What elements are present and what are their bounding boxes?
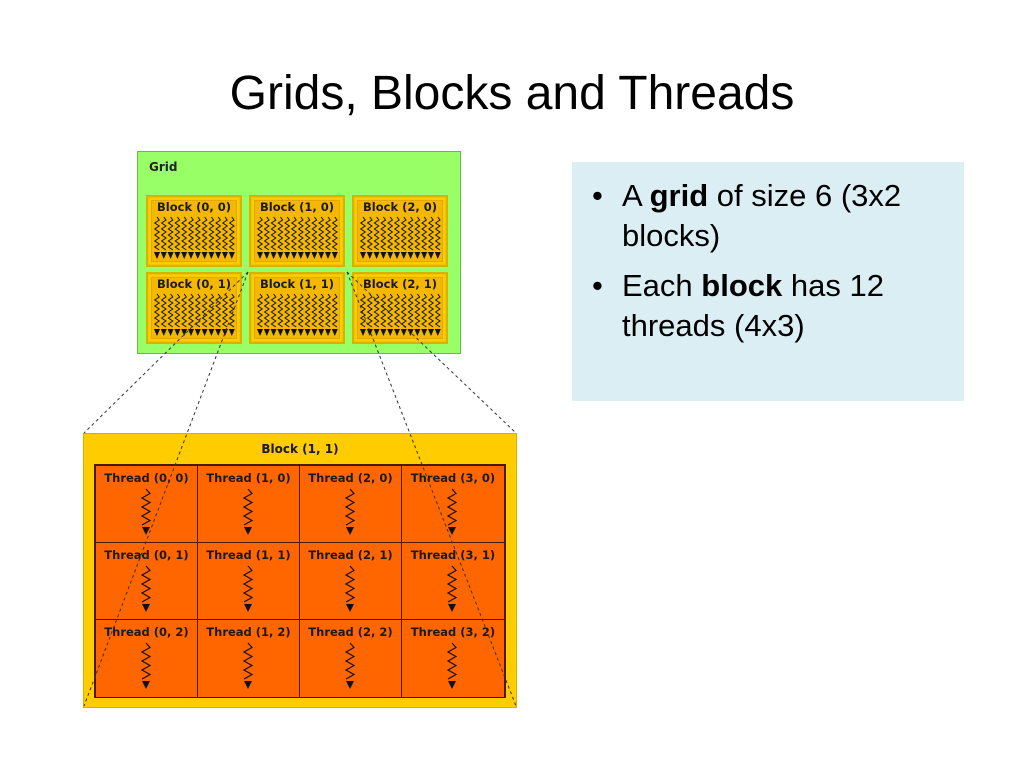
zoomed-block-title: Block (1, 1) (261, 442, 339, 456)
thread-arrow-icon (242, 642, 254, 689)
block-threads-icon (256, 293, 338, 336)
block-threads-icon (153, 216, 235, 259)
thread-arrow-icon (140, 488, 152, 535)
block-0-1: Block (0, 1) (146, 272, 242, 344)
thread-cell: Thread (0, 2) (96, 620, 198, 697)
bullet-icon: • (592, 268, 603, 303)
connector-line (83, 271, 249, 434)
bullet-text-bold: block (701, 268, 783, 303)
block-label: Block (0, 1) (157, 277, 231, 291)
block-1-0: Block (1, 0) (249, 195, 345, 267)
thread-cell: Thread (1, 1) (198, 543, 300, 620)
thread-arrow-icon (446, 565, 458, 612)
block-label: Block (2, 1) (363, 277, 437, 291)
grid-diagram: Grid Block (0, 0) Block (1, 0) Block (2,… (137, 151, 461, 354)
thread-arrow-icon (242, 565, 254, 612)
thread-label: Thread (1, 0) (206, 471, 291, 485)
thread-label: Thread (1, 2) (206, 625, 291, 639)
thread-cell: Thread (3, 0) (402, 466, 504, 543)
block-threads-icon (153, 293, 235, 336)
slide-title: Grids, Blocks and Threads (229, 67, 795, 120)
thread-label: Thread (2, 1) (308, 548, 393, 562)
thread-cell: Thread (1, 2) (198, 620, 300, 697)
thread-arrow-icon (344, 565, 356, 612)
connector-line (346, 271, 517, 707)
block-label: Block (1, 1) (260, 277, 334, 291)
thread-label: Thread (3, 1) (410, 548, 496, 562)
thread-cell: Thread (3, 2) (402, 620, 504, 697)
bullet-list: • A grid of size 6 (3x2 blocks) • Each b… (572, 162, 964, 346)
thread-arrow-icon (140, 565, 152, 612)
bullet-text-bold: grid (649, 178, 709, 213)
connector-line (83, 271, 249, 707)
thread-label: Thread (0, 1) (104, 548, 189, 562)
bullet-text-pre: A (622, 178, 650, 213)
bullet-item: • A grid of size 6 (3x2 blocks) (592, 176, 944, 256)
bullet-icon: • (592, 178, 603, 213)
thread-cell: Thread (0, 1) (96, 543, 198, 620)
bullet-text-post: of size 6 (3x2 blocks) (622, 178, 902, 253)
block-label: Block (2, 0) (363, 200, 437, 214)
thread-cell: Thread (0, 0) (96, 466, 198, 543)
bullet-item: • Each block has 12 threads (4x3) (592, 266, 944, 346)
block-label: Block (1, 0) (260, 200, 334, 214)
thread-cell: Thread (2, 1) (300, 543, 402, 620)
thread-arrow-icon (446, 488, 458, 535)
thread-arrow-icon (344, 642, 356, 689)
thread-arrow-icon (446, 642, 458, 689)
thread-label: Thread (3, 2) (410, 625, 496, 639)
thread-label: Thread (0, 0) (104, 471, 189, 485)
thread-cell: Thread (1, 0) (198, 466, 300, 543)
thread-label: Thread (0, 2) (104, 625, 189, 639)
thread-cell: Thread (2, 2) (300, 620, 402, 697)
thread-cell: Thread (2, 0) (300, 466, 402, 543)
block-0-0: Block (0, 0) (146, 195, 242, 267)
block-2-1: Block (2, 1) (352, 272, 448, 344)
explanation-textbox: • A grid of size 6 (3x2 blocks) • Each b… (572, 162, 964, 401)
connector-line (346, 271, 517, 434)
thread-arrow-icon (140, 642, 152, 689)
block-threads-icon (359, 216, 441, 259)
bullet-text-post: has 12 threads (4x3) (622, 268, 884, 343)
block-label: Block (0, 0) (157, 200, 231, 214)
block-threads-icon (256, 216, 338, 259)
block-2-0: Block (2, 0) (352, 195, 448, 267)
thread-arrow-icon (344, 488, 356, 535)
thread-label: Thread (1, 1) (206, 548, 291, 562)
thread-label: Thread (2, 2) (308, 625, 393, 639)
block-threads-icon (359, 293, 441, 336)
block-1-1: Block (1, 1) (249, 272, 345, 344)
zoomed-block-diagram: Block (1, 1) Thread (0, 0) Thread (1, 0)… (83, 433, 517, 708)
grid-label: Grid (149, 160, 178, 174)
thread-label: Thread (2, 0) (308, 471, 393, 485)
bullet-text-pre: Each (622, 268, 702, 303)
thread-arrow-icon (242, 488, 254, 535)
thread-cell: Thread (3, 1) (402, 543, 504, 620)
thread-label: Thread (3, 0) (410, 471, 496, 485)
